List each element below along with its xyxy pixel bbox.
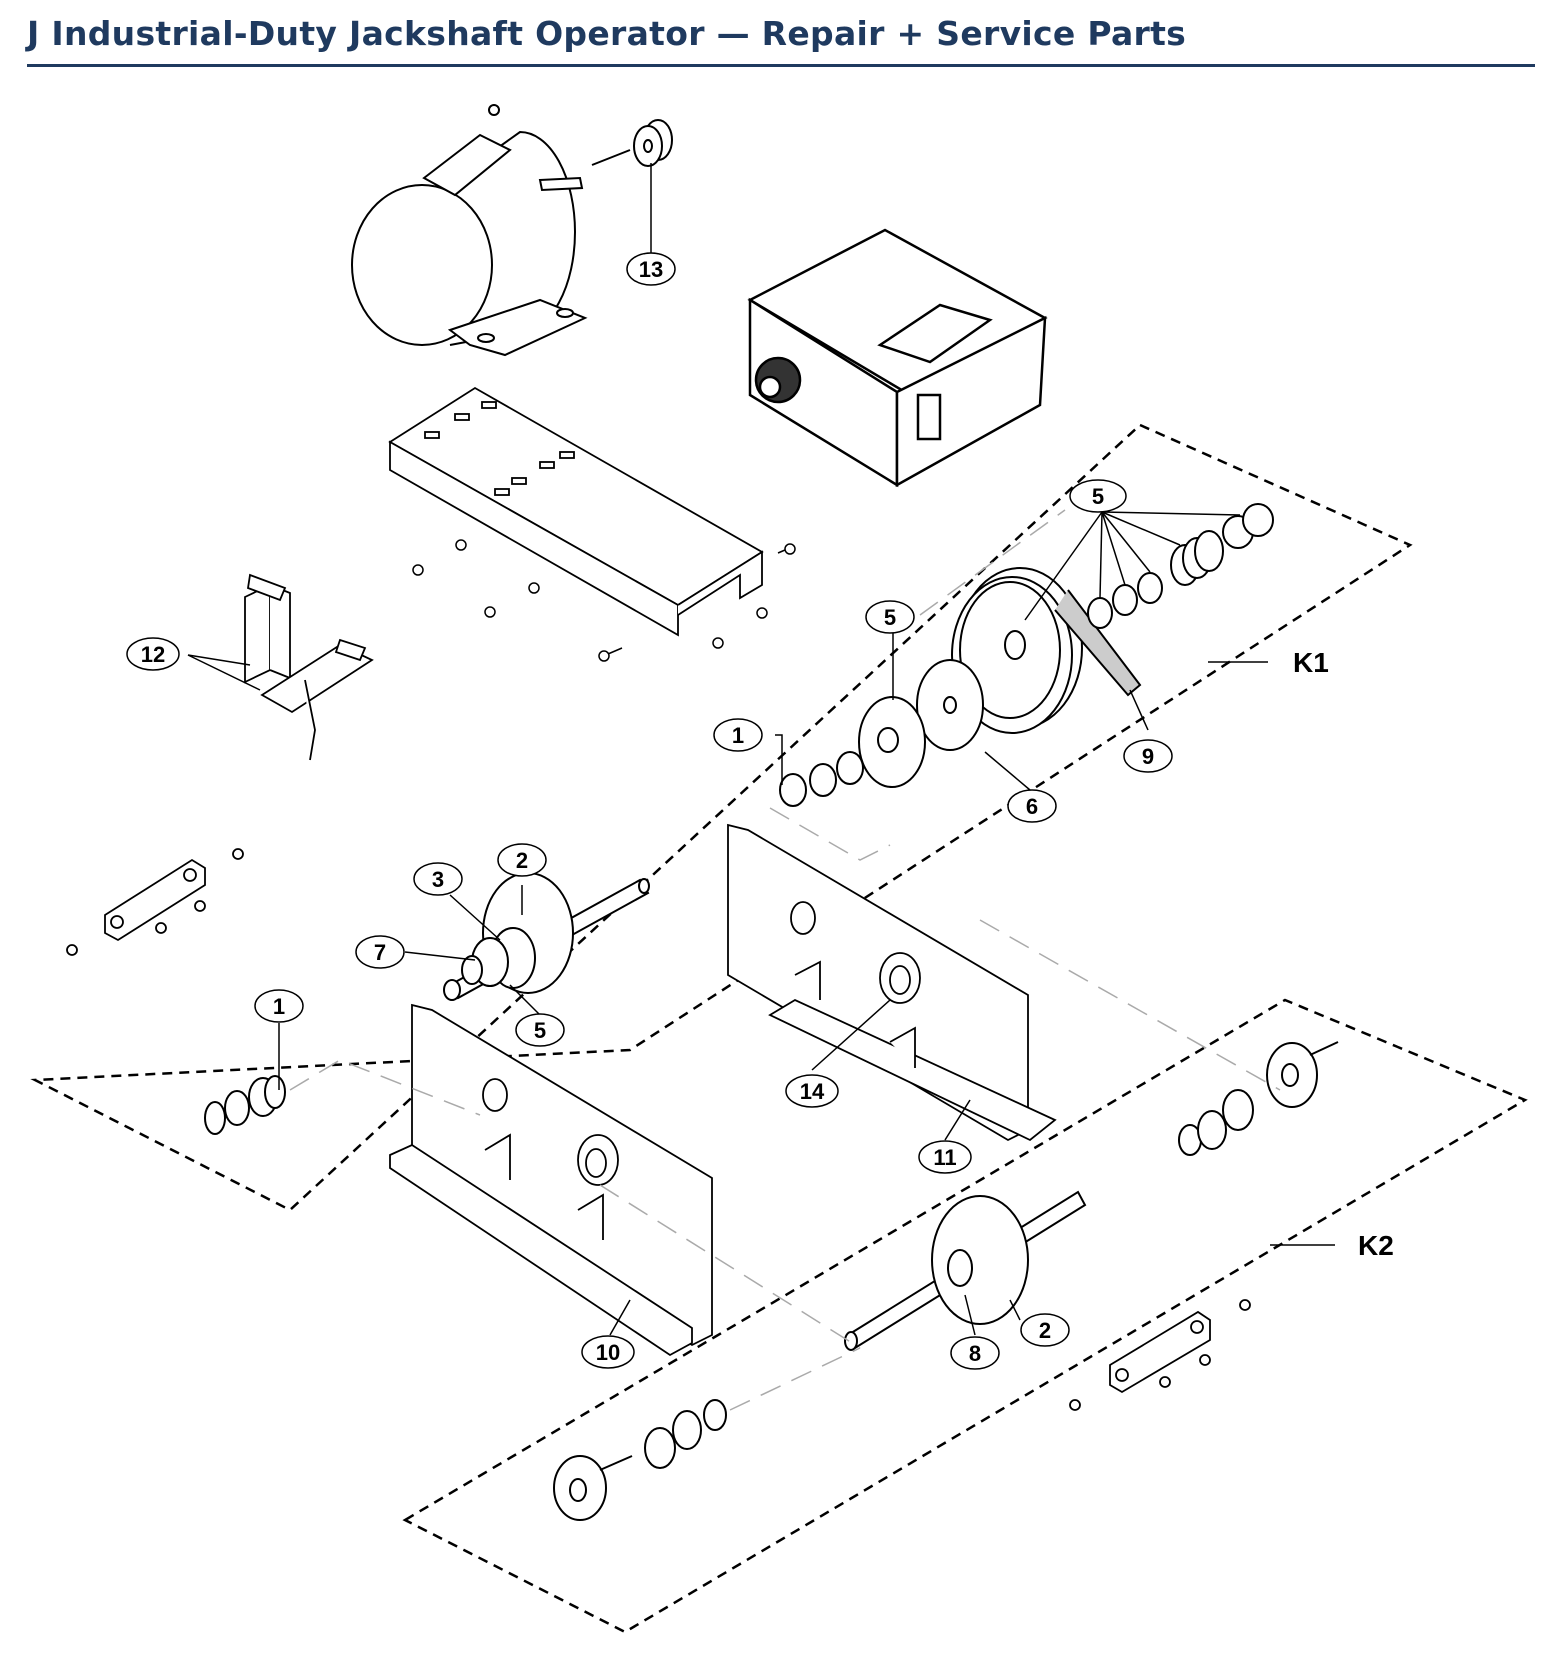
- page-title: J Industrial-Duty Jackshaft Operator — R…: [27, 14, 1187, 53]
- svg-text:5: 5: [1092, 484, 1104, 509]
- svg-text:14: 14: [800, 1079, 825, 1104]
- svg-text:5: 5: [534, 1018, 546, 1043]
- callout-13: 13: [626, 252, 676, 286]
- callout-12: 12: [126, 637, 180, 671]
- callout-5-spring: 5: [1069, 479, 1127, 513]
- k2-sprocket-right: [1266, 1041, 1339, 1108]
- leader-lines: [187, 163, 1335, 1336]
- svg-text:5: 5: [884, 605, 896, 630]
- k1-mounting-bracket: [66, 848, 244, 956]
- k2-bearing-set-left: [644, 1399, 727, 1469]
- lower-output-shaft: [844, 1190, 1087, 1351]
- svg-text:8: 8: [969, 1341, 981, 1366]
- callout-9: 9: [1123, 739, 1173, 773]
- kit-label-k1: K1: [1293, 647, 1329, 678]
- callout-8: 8: [950, 1336, 1000, 1370]
- svg-text:2: 2: [1039, 1318, 1051, 1343]
- friction-disk: [916, 659, 984, 751]
- svg-text:7: 7: [374, 940, 386, 965]
- callout-5-sprocket: 5: [515, 1013, 565, 1047]
- kit-k2-boundary: [402, 998, 1528, 1634]
- svg-text:3: 3: [432, 867, 444, 892]
- callout-2-lower: 2: [1020, 1313, 1070, 1347]
- k2-sprocket-left: [553, 1455, 633, 1521]
- callout-10: 10: [581, 1335, 635, 1369]
- motor-pulley: [633, 119, 673, 167]
- callout-3: 3: [413, 862, 463, 896]
- svg-text:6: 6: [1026, 794, 1038, 819]
- callout-1-upper: 1: [713, 718, 763, 752]
- callout-5-disk: 5: [865, 600, 915, 634]
- callout-1-left: 1: [254, 989, 304, 1023]
- side-plate-left: [389, 1003, 713, 1357]
- limit-switch-assembly: [244, 573, 374, 761]
- svg-text:13: 13: [639, 257, 663, 282]
- upper-output-shaft: [443, 872, 650, 1001]
- drive-sprocket-large: [951, 567, 1142, 734]
- svg-text:11: 11: [933, 1145, 956, 1170]
- mounting-tray: [388, 386, 764, 637]
- svg-text:2: 2: [516, 848, 528, 873]
- control-box: [747, 228, 1048, 488]
- k2-mounting-bracket: [1069, 1299, 1251, 1411]
- svg-text:12: 12: [141, 642, 165, 667]
- callout-2-upper: 2: [497, 843, 547, 877]
- callout-6: 6: [1007, 789, 1057, 823]
- kit-label-k2: K2: [1358, 1230, 1394, 1261]
- svg-text:9: 9: [1142, 744, 1154, 769]
- callout-11: 11: [918, 1140, 972, 1174]
- motor: [351, 104, 631, 357]
- k1-left-bushing-set: [204, 1075, 286, 1135]
- tray-fasteners: [412, 539, 796, 662]
- pressure-plate: [858, 696, 926, 788]
- k1-bushing-and-ring: [779, 751, 864, 807]
- k2-bearing-set-right: [1178, 1089, 1254, 1156]
- svg-text:1: 1: [732, 723, 744, 748]
- svg-text:10: 10: [596, 1340, 620, 1365]
- spring-and-washers: [1087, 503, 1274, 629]
- alignment-lines: [289, 509, 1281, 1411]
- callout-7: 7: [355, 935, 405, 969]
- callout-14: 14: [785, 1074, 839, 1108]
- title-underline: [27, 64, 1535, 67]
- svg-text:1: 1: [273, 994, 285, 1019]
- side-plate-right: [727, 823, 1057, 1142]
